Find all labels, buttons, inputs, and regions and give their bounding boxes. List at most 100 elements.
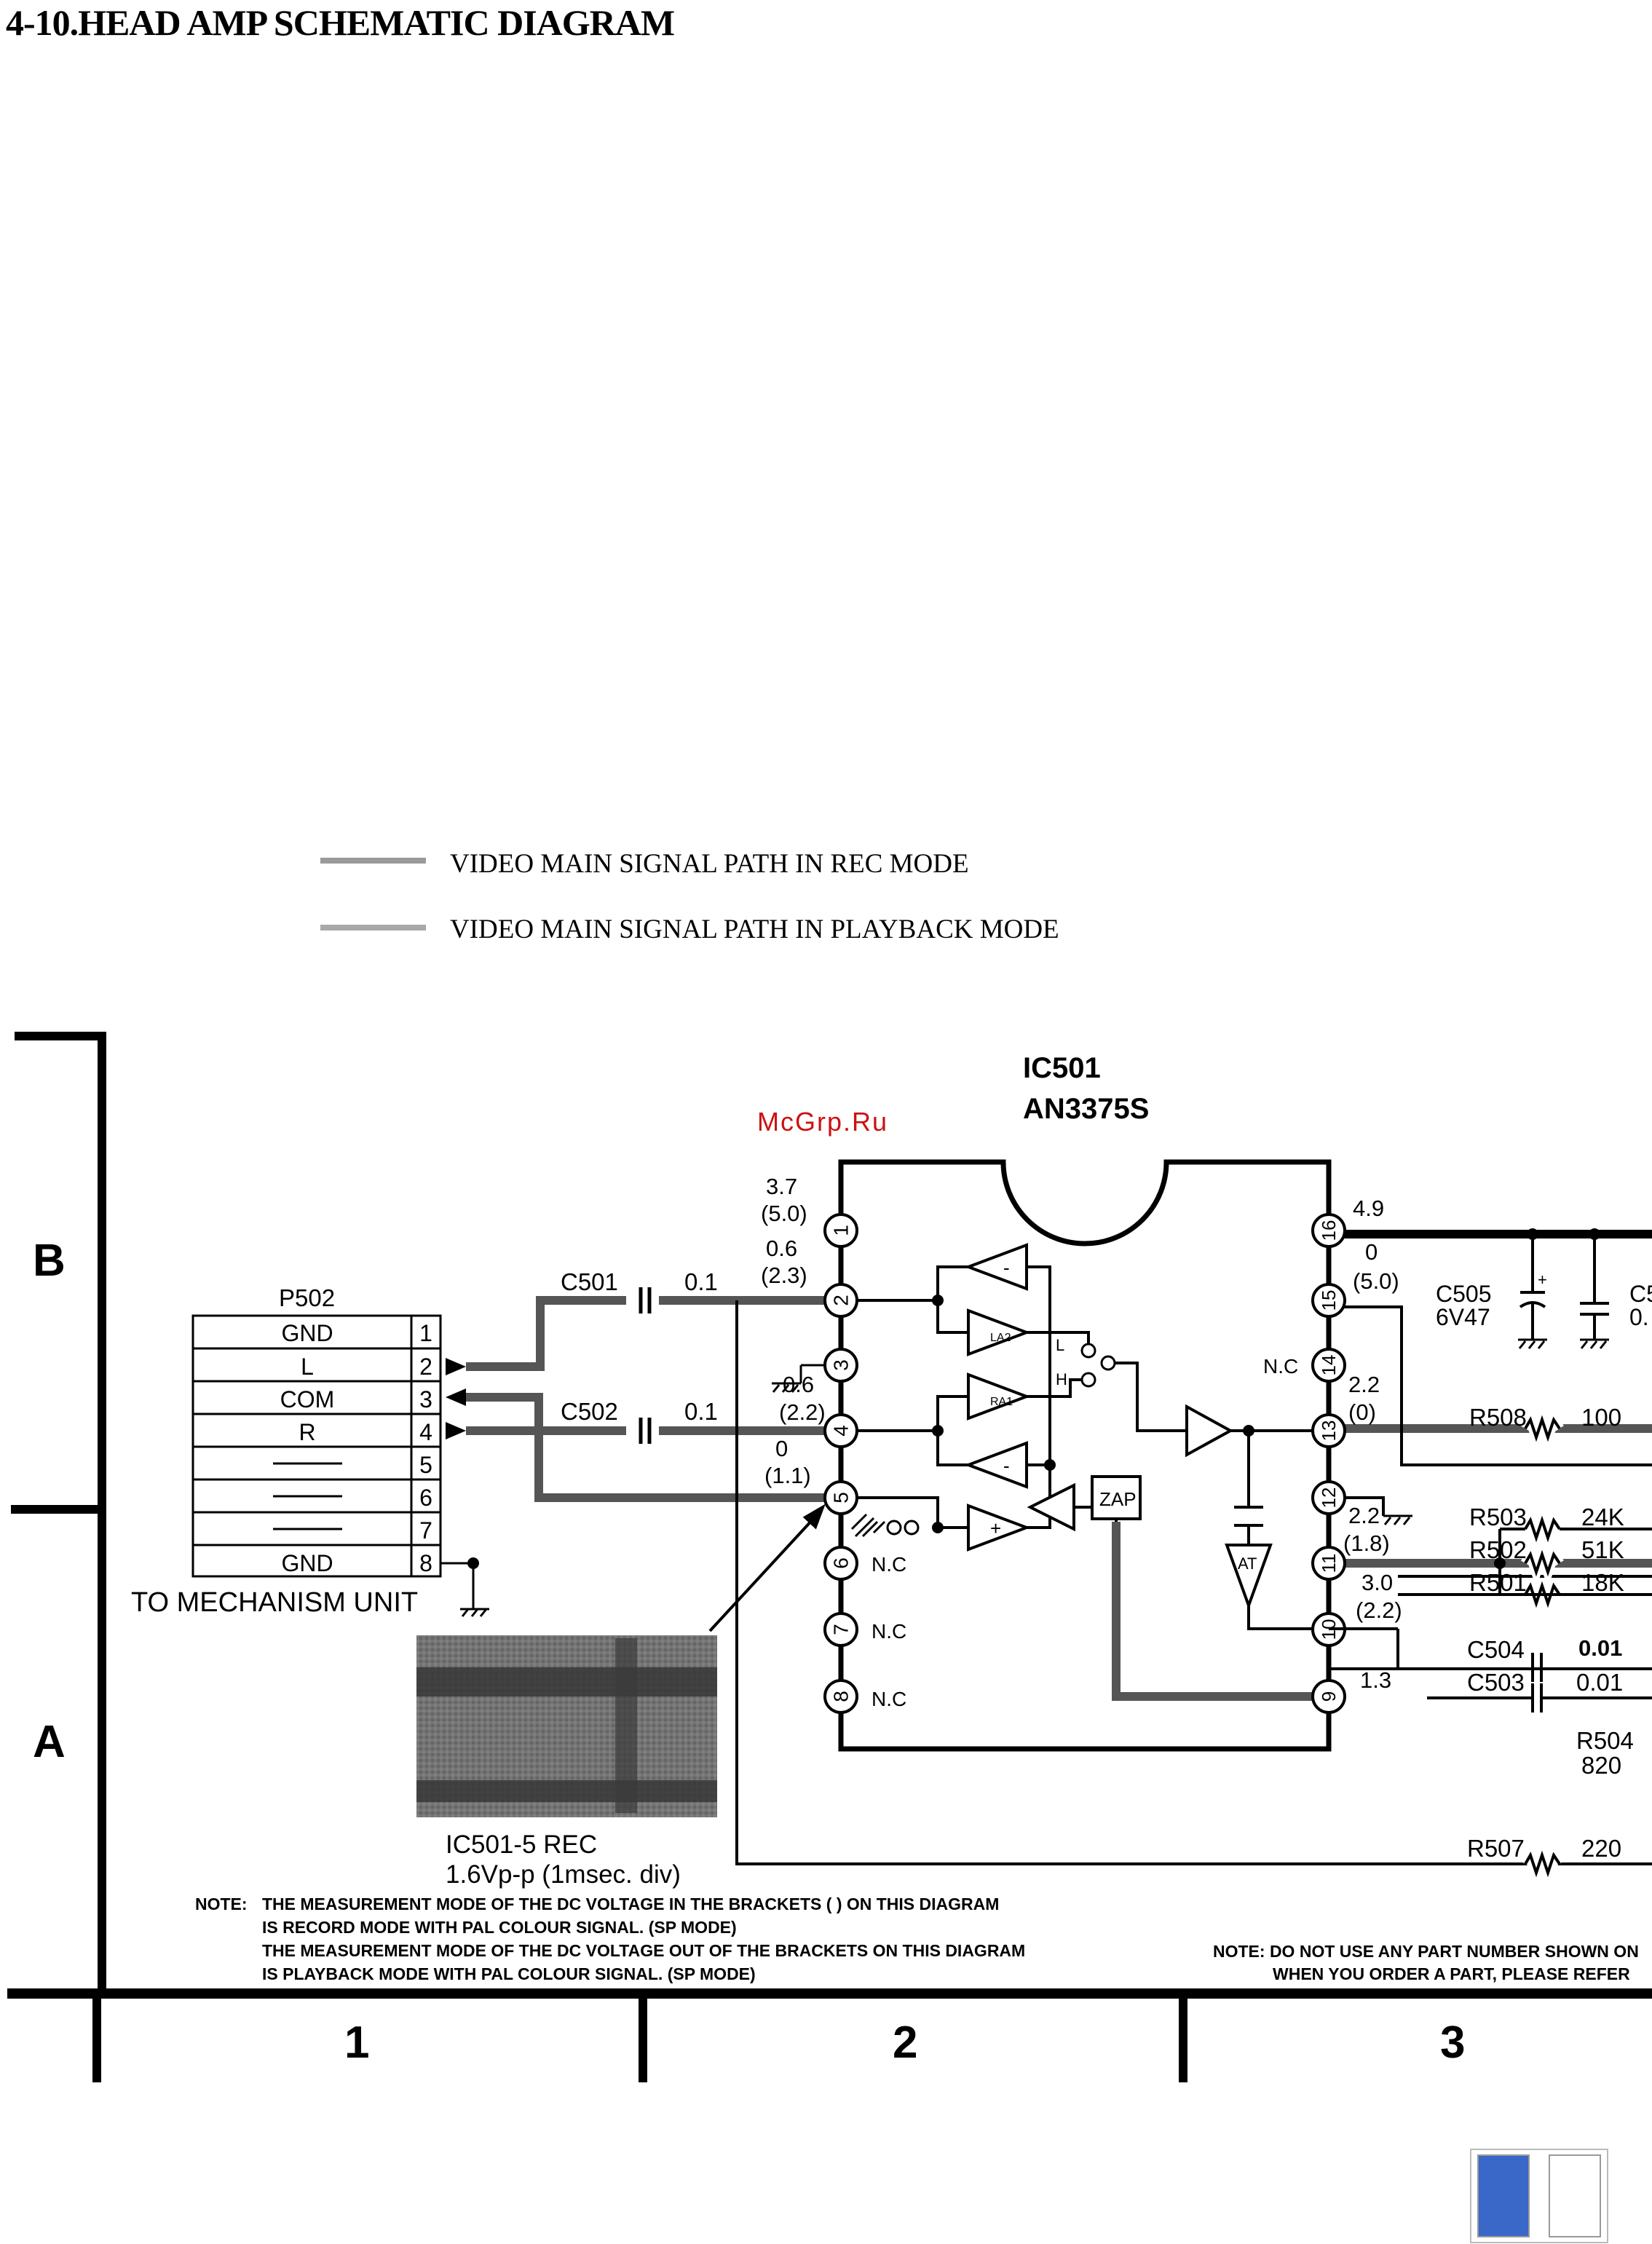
page-title: 4-10.HEAD AMP SCHEMATIC DIAGRAM [6, 2, 675, 43]
waveform-pointer [708, 1504, 826, 1632]
ic-pin-13: 13 [1311, 1413, 1346, 1448]
ic-pin-2: 2 [823, 1283, 858, 1318]
grid-col-1: 1 [344, 2018, 369, 2068]
v-pin12-rec: (1.8) [1343, 1530, 1390, 1556]
c504-c503 [1329, 1627, 1652, 1712]
ic-pin-7: 7 [823, 1612, 858, 1647]
pin-num-3: 3 [419, 1386, 432, 1413]
nc-labels: N.C N.C N.C N.C [872, 1355, 1298, 1710]
legend-rec-label: VIDEO MAIN SIGNAL PATH IN REC MODE [450, 849, 969, 879]
amp-top-minus [964, 1243, 1028, 1291]
path-com [466, 1393, 841, 1502]
switch-l-label: L [1056, 1336, 1064, 1354]
amp-la2 [967, 1308, 1031, 1356]
ground-icon [1580, 1338, 1609, 1349]
ic-pin-12: 12 [1311, 1480, 1346, 1515]
c504-val: 0.01 [1578, 1635, 1622, 1661]
c503-val: 0.01 [1576, 1669, 1623, 1696]
ic-part: AN3375S [1023, 1093, 1149, 1125]
nc-pin7: N.C [872, 1620, 906, 1643]
v-pin12: 2.2 [1348, 1503, 1380, 1528]
ground-icon [772, 1364, 825, 1393]
svg-text:3: 3 [830, 1359, 853, 1371]
ic-pin-15: 15 [1311, 1283, 1346, 1318]
pin-name-2: L [301, 1354, 314, 1380]
arrow-left-icon [446, 1388, 466, 1406]
svg-text:RA1: RA1 [990, 1396, 1013, 1408]
page-thumbnails [1470, 2149, 1608, 2243]
r502-ref: R502 [1469, 1536, 1527, 1563]
c501-capacitor [639, 1287, 652, 1313]
svg-text:8: 8 [830, 1691, 853, 1702]
ic-pin-6: 6 [823, 1546, 858, 1581]
svg-text:-: - [1003, 1455, 1010, 1477]
legend-line-playback [320, 925, 426, 931]
r504-ref: R504 [1576, 1727, 1634, 1754]
amplifiers [964, 1243, 1273, 1610]
c502-val: 0.1 [684, 1398, 718, 1425]
v-pin5-rec: (1.1) [764, 1463, 811, 1488]
c502-capacitor [639, 1418, 652, 1444]
v-pin13-rec: (0) [1348, 1399, 1376, 1425]
connector-pin-names: GND L COM R GND [280, 1320, 335, 1576]
zap-block [1091, 1475, 1142, 1520]
lh-switch: L H [1056, 1336, 1116, 1388]
legend-line-rec [320, 858, 426, 864]
note-label: NOTE: [195, 1895, 248, 1913]
c501-ref: C501 [561, 1268, 618, 1295]
frame-top-left [15, 1032, 106, 1995]
svg-text:16: 16 [1318, 1220, 1340, 1241]
v-pin9: 1.3 [1360, 1667, 1391, 1693]
grid-col-2: 2 [893, 2018, 917, 2068]
nc-pin14: N.C [1263, 1355, 1298, 1378]
notes: NOTE: THE MEASUREMENT MODE OF THE DC VOL… [195, 1895, 1639, 1983]
r501-resistor [1524, 1581, 1561, 1608]
pin-num-6: 6 [419, 1485, 432, 1511]
switch-h-label: H [1056, 1370, 1067, 1388]
amp-signs: - LA2 RA1 - + [990, 1257, 1013, 1539]
nc-pin6: N.C [872, 1553, 906, 1576]
r501-ref: R501 [1469, 1569, 1527, 1596]
watermark: McGrp.Ru [757, 1107, 888, 1137]
v-pin1: 3.7 [766, 1174, 797, 1199]
legend-playback-label: VIDEO MAIN SIGNAL PATH IN PLAYBACK MODE [450, 914, 1059, 944]
junction-dot [1243, 1425, 1254, 1437]
svg-text:2: 2 [830, 1295, 853, 1306]
svg-text:LA2: LA2 [990, 1332, 1011, 1344]
r507-val: 220 [1581, 1835, 1621, 1862]
amp-ra1 [967, 1372, 1031, 1421]
pin-name-3: COM [280, 1386, 335, 1413]
junction-dot [932, 1425, 944, 1437]
zap-label: ZAP [1099, 1488, 1137, 1510]
c5x-capacitor [1580, 1234, 1609, 1340]
junction-dot [1527, 1228, 1538, 1240]
r503-ref: R503 [1469, 1504, 1527, 1530]
page-thumb-2[interactable] [1549, 2154, 1601, 2237]
svg-text:9: 9 [1318, 1691, 1340, 1702]
arrow-right-icon [446, 1422, 466, 1439]
voltage-labels: 3.7 (5.0) 0.6 (2.3) 0.6 (2.2) 0 (1.1) 4.… [761, 1174, 1402, 1693]
at-coupling-cap [1234, 1506, 1263, 1527]
connector-p502 [191, 1314, 473, 1578]
ic-ref: IC501 [1023, 1052, 1101, 1084]
c505-capacitor: + [1519, 1234, 1547, 1340]
connector-ref: P502 [279, 1284, 335, 1311]
c504-ref: C504 [1467, 1636, 1525, 1663]
connector-arrows [446, 1358, 466, 1439]
pin-num-1: 1 [419, 1320, 432, 1346]
page-thumb-1[interactable] [1477, 2154, 1530, 2237]
v-pin15: 0 [1365, 1239, 1378, 1265]
v-pin16: 4.9 [1353, 1196, 1384, 1221]
frame [7, 1032, 1652, 2082]
pin-num-8: 8 [419, 1550, 432, 1576]
ic-pin-1: 1 [823, 1213, 858, 1248]
r504-val: 820 [1581, 1752, 1621, 1779]
at-label: AT [1238, 1554, 1257, 1573]
ground-icon [460, 1565, 489, 1617]
c505-ref: C505 [1436, 1281, 1492, 1307]
c5x-val: 0. [1629, 1304, 1649, 1330]
c502-ref: C502 [561, 1398, 618, 1425]
v-pin2-rec: (2.3) [761, 1263, 807, 1288]
path-pin9 [1112, 1522, 1329, 1701]
